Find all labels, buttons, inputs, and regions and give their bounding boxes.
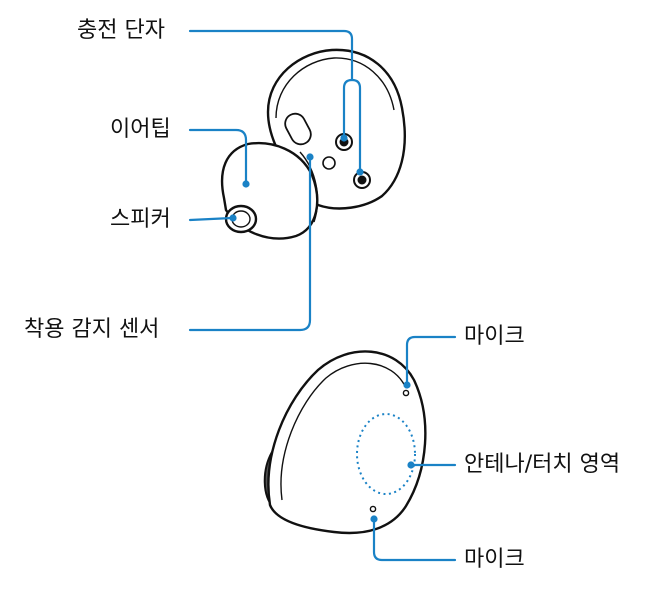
label-charging-terminal: 충전 단자 (77, 18, 165, 43)
dot-wear-sensor (306, 153, 314, 161)
dot-charging-top (340, 134, 348, 142)
mic-hole-bottom (369, 505, 377, 513)
label-touch-area: 안테나/터치 영역 (464, 452, 621, 477)
leader-mic-top (405, 335, 457, 385)
mic-hole-top (402, 389, 410, 397)
leader-mic-bottom (372, 518, 457, 562)
outer-shell-contour (280, 362, 407, 501)
label-eartip: 이어팁 (110, 117, 171, 142)
charging-pin-bottom-center (357, 175, 367, 185)
eartip-inner-edge (299, 151, 319, 223)
label-mic-bottom: 마이크 (464, 547, 525, 572)
leader-dots (229, 134, 415, 523)
touch-area-outline (356, 413, 416, 495)
earbud-inner-view (220, 48, 406, 240)
dot-charging-bottom (356, 168, 364, 176)
sensor-hole (322, 156, 336, 170)
leader-charging-terminal (188, 29, 354, 82)
label-mic-top: 마이크 (464, 324, 525, 349)
earbud-outer-view (263, 350, 427, 535)
dot-touch-area (407, 461, 415, 469)
dot-mic-top (403, 381, 411, 389)
leader-eartip (188, 128, 248, 184)
leader-wear-sensor (188, 156, 312, 332)
dot-mic-bottom (370, 515, 378, 523)
leader-charging-terminal-fork (342, 78, 362, 172)
earbud-inner-rim (275, 57, 395, 119)
label-wear-sensor: 착용 감지 센서 (24, 317, 160, 342)
dot-speaker (229, 214, 237, 222)
outer-shell-outline (267, 350, 427, 535)
leader-lines (188, 29, 457, 562)
label-speaker: 스피커 (110, 207, 171, 232)
dot-eartip (242, 180, 250, 188)
leader-speaker (188, 216, 234, 222)
wear-sensor-window (284, 112, 312, 146)
